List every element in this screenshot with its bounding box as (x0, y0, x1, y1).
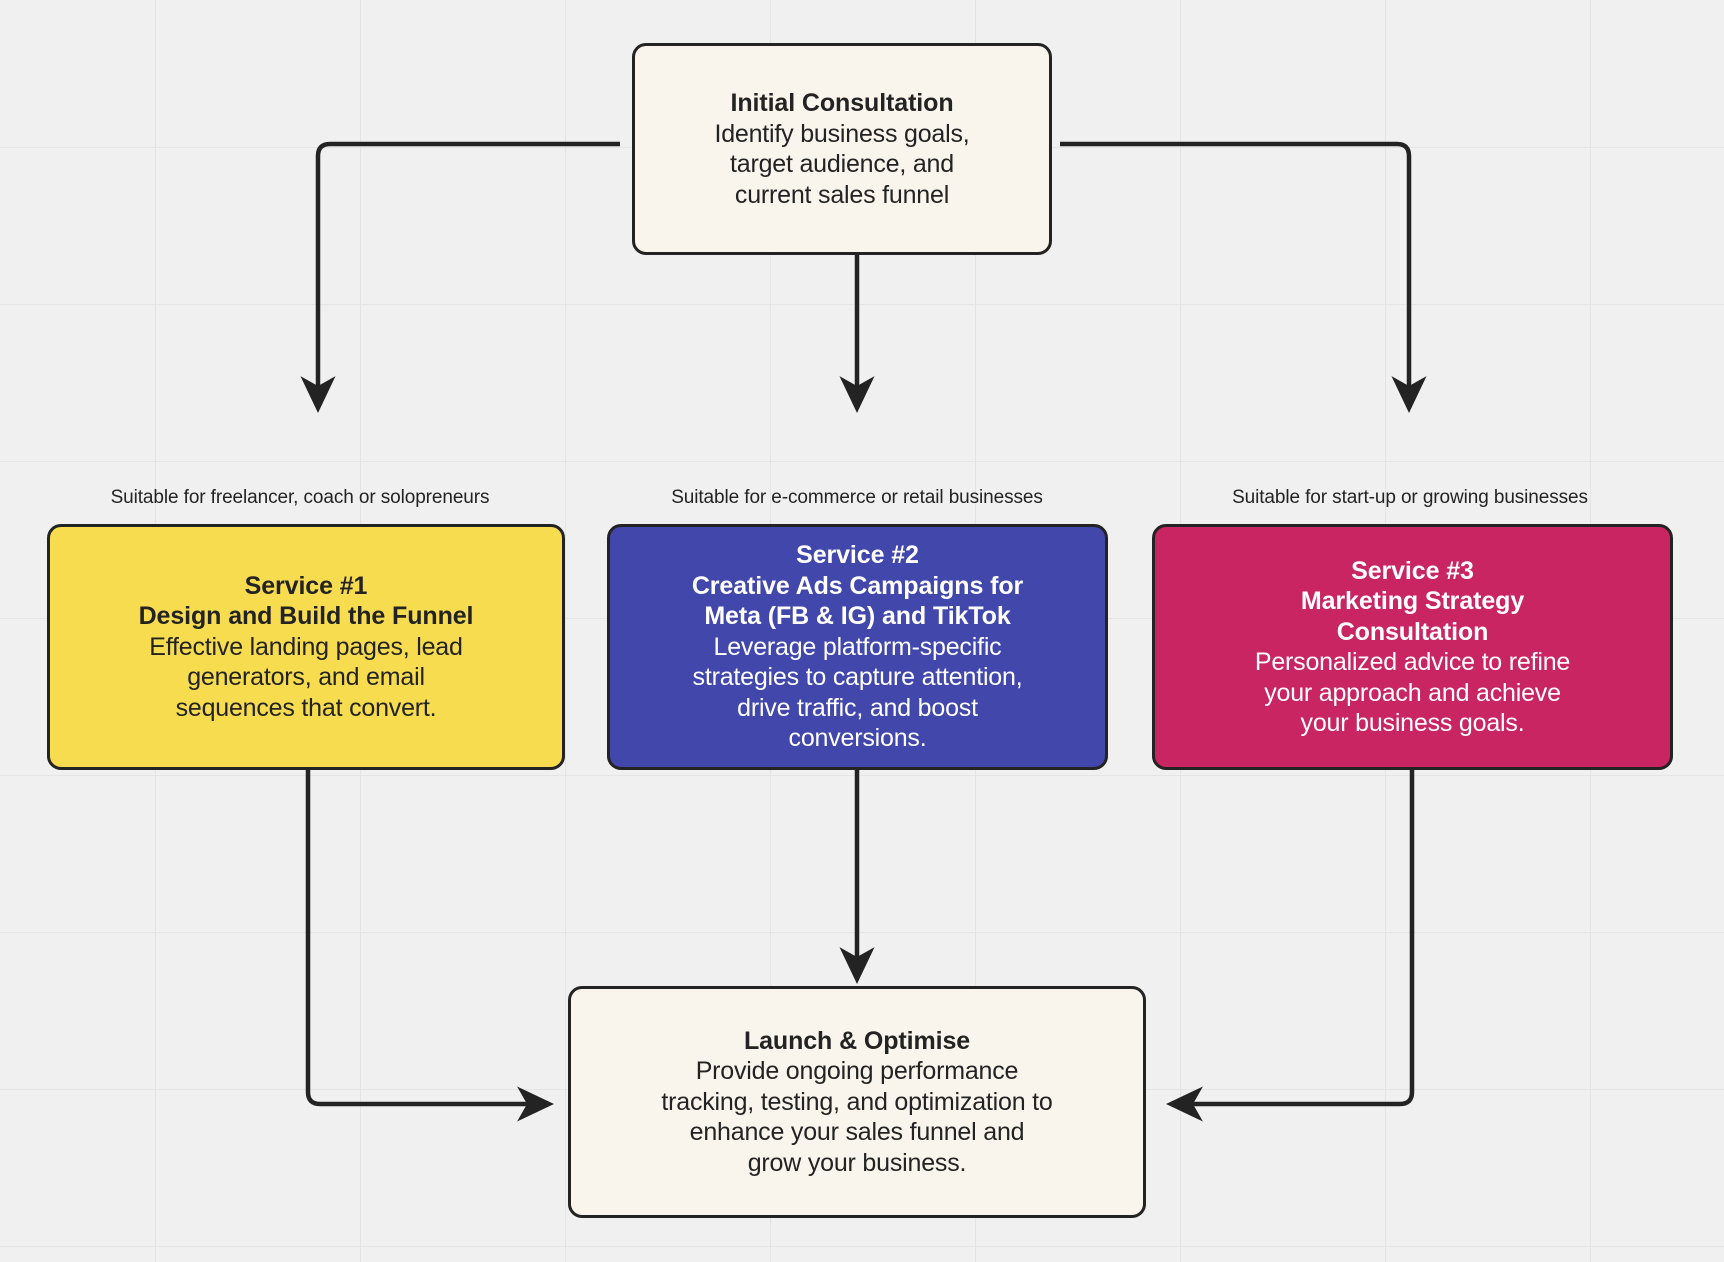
node-launch-optimise[interactable]: Launch & Optimise Provide ongoing perfor… (568, 986, 1146, 1218)
edge-consultation-to-service3 (1060, 141, 1427, 414)
node-service-1[interactable]: Service #1 Design and Build the Funnel E… (47, 524, 565, 770)
edge-label-service-3: Suitable for start-up or growing busines… (1160, 487, 1660, 509)
node-description: Provide ongoing performance tracking, te… (661, 1057, 1053, 1177)
node-service-2[interactable]: Service #2 Creative Ads Campaigns for Me… (607, 524, 1108, 770)
node-description: Effective landing pages, lead generators… (149, 632, 463, 722)
node-description: Personalized advice to refine your appro… (1254, 648, 1571, 737)
edge-consultation-to-service1 (300, 141, 620, 414)
node-description: Identify business goals, target audience… (714, 119, 970, 209)
edge-label-service-1: Suitable for freelancer, coach or solopr… (50, 487, 550, 509)
node-title: Service #2 Creative Ads Campaigns for Me… (691, 541, 1024, 631)
node-service-3[interactable]: Service #3 Marketing Strategy Consultati… (1152, 524, 1673, 770)
edge-label-service-2: Suitable for e-commerce or retail busine… (607, 487, 1107, 509)
edge-label-text: Suitable for freelancer, coach or solopr… (110, 487, 490, 508)
edge-service3-to-launch (1165, 770, 1415, 1122)
edge-service1-to-launch (305, 770, 555, 1122)
edge-label-text: Suitable for e-commerce or retail busine… (671, 487, 1043, 508)
edge-label-text: Suitable for start-up or growing busines… (1232, 487, 1588, 508)
node-initial-consultation[interactable]: Initial Consultation Identify business g… (632, 43, 1052, 255)
node-title: Service #3 Marketing Strategy Consultati… (1300, 556, 1525, 646)
node-description: Leverage platform-specific strategies to… (692, 632, 1023, 753)
node-title: Service #1 Design and Build the Funnel (138, 571, 474, 631)
node-title: Launch & Optimise (743, 1026, 971, 1055)
node-title: Initial Consultation (730, 89, 954, 117)
